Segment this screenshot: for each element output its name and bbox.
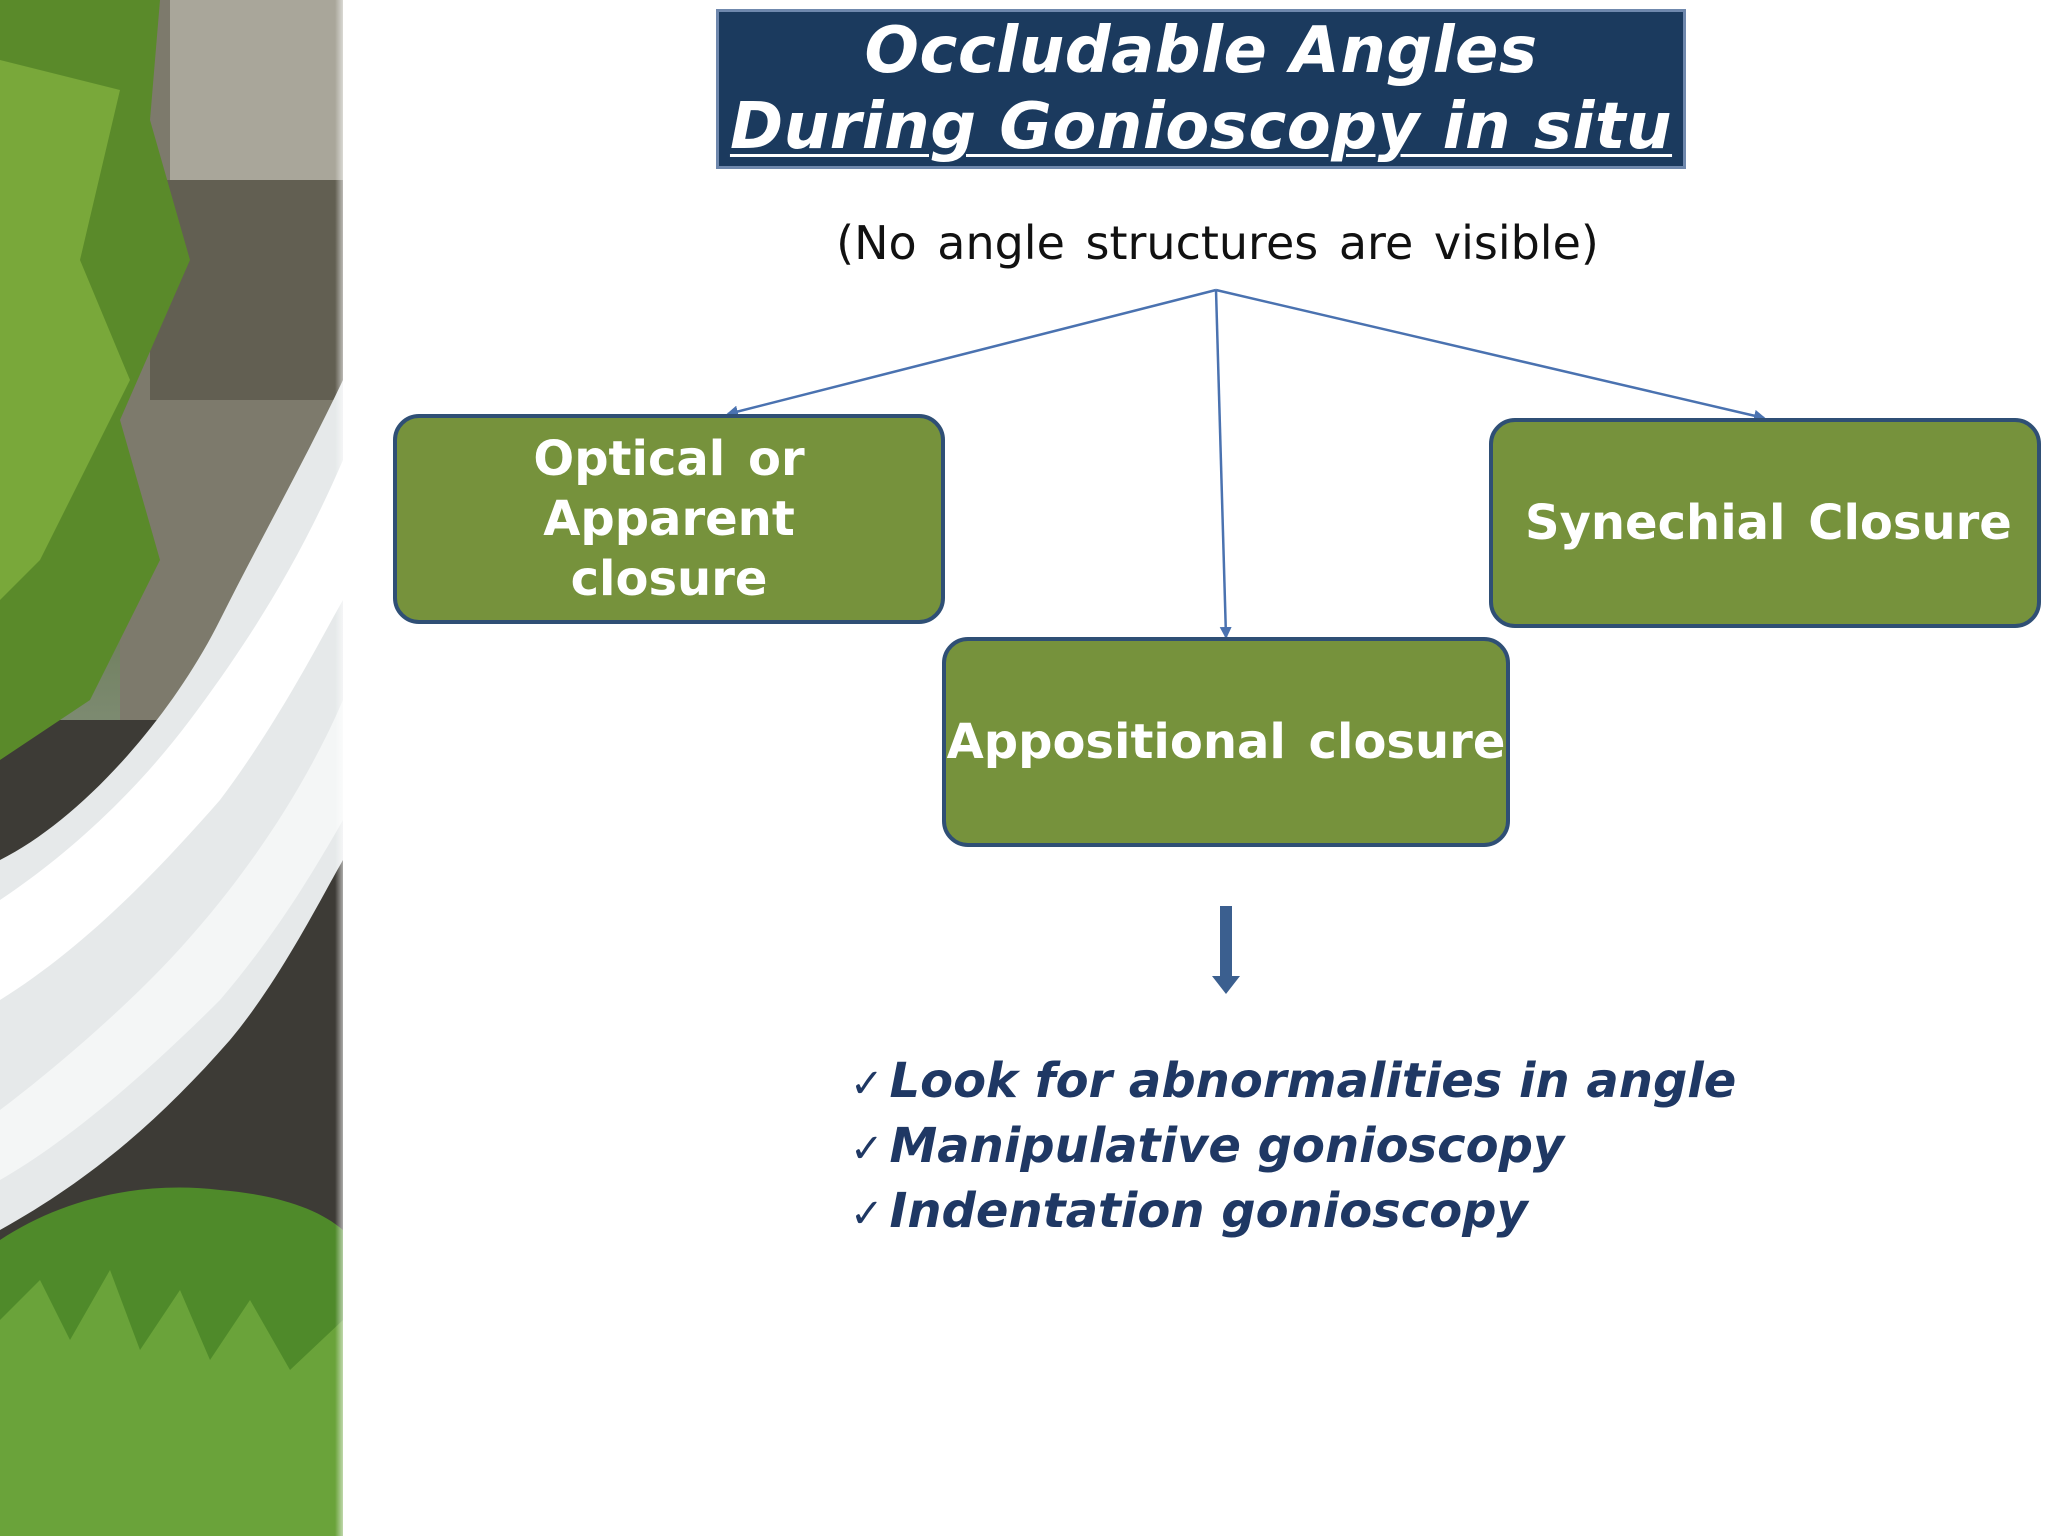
node-optical-closure: Optical or Apparent closure bbox=[393, 414, 945, 624]
connector-optical bbox=[726, 288, 1217, 418]
checklist-item: ✓ Manipulative gonioscopy bbox=[850, 1115, 1750, 1180]
node-synechial-closure: Synechial Closure bbox=[1489, 418, 2041, 628]
waterfall-photo bbox=[0, 0, 343, 1536]
node-appositional-label: Appositional closure bbox=[946, 714, 1506, 770]
check-mark-icon: ✓ bbox=[850, 1126, 884, 1172]
node-synechial-label: Synechial Closure bbox=[1525, 495, 2012, 551]
photo-fade-edge bbox=[335, 0, 349, 1536]
node-optical-line-1: Optical or Apparent bbox=[533, 431, 805, 547]
title-line-2: During Gonioscopy in situ bbox=[729, 90, 1673, 164]
checklist-item-text: Indentation gonioscopy bbox=[889, 1183, 1528, 1239]
node-optical-line-2: closure bbox=[570, 551, 768, 607]
checklist: ✓ Look for abnormalities in angle ✓ Mani… bbox=[850, 1050, 1750, 1245]
checklist-item-text: Look for abnormalities in angle bbox=[889, 1053, 1737, 1109]
down-arrow-icon bbox=[1212, 906, 1240, 994]
checklist-item-text: Manipulative gonioscopy bbox=[889, 1118, 1565, 1174]
checklist-item: ✓ Look for abnormalities in angle bbox=[850, 1050, 1750, 1115]
slide-title: Occludable Angles During Gonioscopy in s… bbox=[716, 9, 1686, 169]
connector-synechial bbox=[1215, 288, 1766, 422]
waterfall-illustration bbox=[0, 0, 343, 1536]
title-line-1: Occludable Angles bbox=[864, 14, 1538, 88]
node-appositional-closure: Appositional closure bbox=[942, 637, 1510, 847]
check-mark-icon: ✓ bbox=[850, 1061, 884, 1107]
connector-appositional bbox=[1214, 289, 1232, 639]
subtitle: (No angle structures are visible) bbox=[836, 216, 1599, 270]
checklist-item: ✓ Indentation gonioscopy bbox=[850, 1180, 1750, 1245]
check-mark-icon: ✓ bbox=[850, 1191, 884, 1237]
